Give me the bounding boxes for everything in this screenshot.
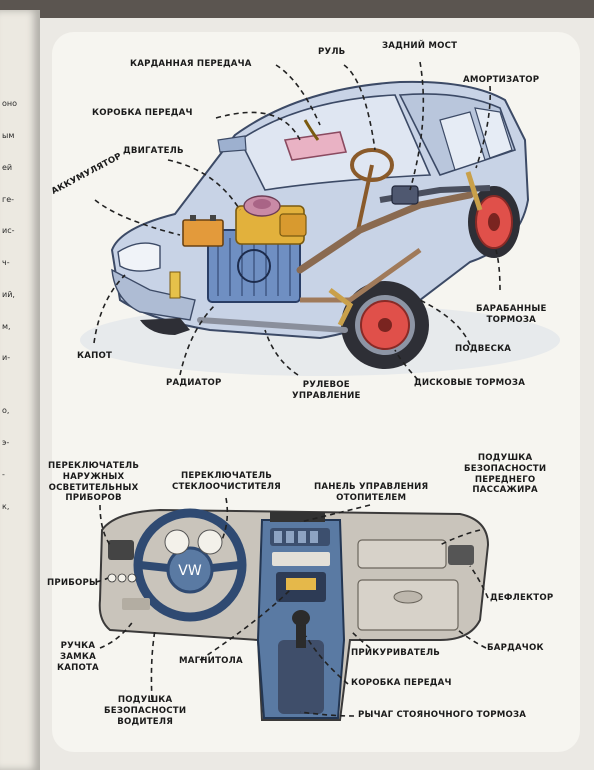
gear-knob-shape — [292, 610, 310, 626]
text-fragment: м, — [2, 321, 11, 331]
label-line: ОСВЕТИТЕЛЬНЫХ — [48, 482, 139, 493]
label-steering-wheel: РУЛЬ — [318, 47, 346, 57]
label-line: ТОРМОЗА — [486, 314, 536, 325]
text-fragment: ч- — [2, 258, 10, 268]
label-light-switch: ПЕРЕКЛЮЧАТЕЛЬ НАРУЖНЫХ ОСВЕТИТЕЛЬНЫХ ПРИ… — [48, 461, 139, 504]
text-fragment: ий, — [2, 289, 15, 299]
label-passenger-airbag: ПОДУШКА БЕЗОПАСНОСТИ ПЕРЕДНЕГО ПАССАЖИРА — [464, 453, 546, 496]
label-lighter: ПРИКУРИВАТЕЛЬ — [351, 648, 441, 658]
steering-wheel-shape — [350, 148, 394, 182]
label-drum-brakes: БАРАБАННЫЕ ТОРМОЗА — [476, 304, 547, 326]
leader-lines — [93, 61, 501, 717]
label-line: ПОДУШКА — [117, 695, 173, 705]
deflector-shape — [448, 545, 474, 565]
label-line: ВОДИТЕЛЯ — [117, 716, 174, 727]
label-line: БЕЗОПАСНОСТИ — [104, 705, 187, 716]
text-fragment: ым — [2, 130, 15, 140]
label-parking-brake: РЫЧАГ СТОЯНОЧНОГО ТОРМОЗА — [358, 710, 527, 720]
label-line: УПРАВЛЕНИЕ — [292, 390, 361, 401]
label-line: БЕЗОПАСНОСТИ — [464, 463, 547, 474]
left-page-edge: оно ым ей ге- ис- ч- ий, м, и- о, э- - к… — [0, 10, 40, 770]
label-deflector: ДЕФЛЕКТОР — [490, 593, 554, 603]
label-instruments: ПРИБОРЫ — [47, 578, 99, 588]
label-line: ПАССАЖИРА — [472, 485, 538, 496]
text-fragment: оно — [2, 99, 18, 109]
label-hood-release: РУЧКА ЗАМКА КАПОТА — [57, 641, 99, 673]
label-driver-airbag: ПОДУШКА БЕЗОПАСНОСТИ ВОДИТЕЛЯ — [104, 695, 186, 727]
label-hood: КАПОТ — [77, 351, 113, 361]
label-line: СТЕКЛООЧИСТИТЕЛЯ — [172, 481, 281, 492]
text-fragment: и- — [2, 353, 11, 363]
dashboard-illustration: VW — [98, 508, 490, 721]
label-gearbox-dash: КОРОБКА ПЕРЕДАЧ — [351, 678, 452, 688]
left-page-text: оно ым ей ге- ис- ч- ий, м, и- о, э- - к… — [2, 78, 38, 534]
text-fragment: ей — [2, 162, 13, 172]
label-line: ПЕРЕКЛЮЧАТЕЛЬ — [180, 471, 273, 481]
label-line: ПОДУШКА — [477, 453, 533, 463]
label-line: ПРИБОРОВ — [65, 493, 122, 504]
label-radiator: РАДИАТОР — [166, 378, 222, 388]
label-suspension: ПОДВЕСКА — [455, 344, 512, 354]
driveshaft-shape — [296, 191, 474, 274]
label-glovebox: БАРДАЧОК — [487, 643, 544, 653]
label-radio: МАГНИТОЛА — [179, 656, 243, 666]
text-fragment: к, — [2, 501, 10, 511]
text-fragment: - — [2, 469, 5, 479]
label-disc-brakes: ДИСКОВЫЕ ТОРМОЗА — [414, 378, 526, 388]
label-engine: ДВИГАТЕЛЬ — [123, 146, 184, 156]
label-line: РУЛЕВОЕ — [302, 380, 350, 390]
battery-shape — [182, 219, 224, 247]
label-line: БАРАБАННЫЕ — [476, 304, 547, 314]
label-driveshaft: КАРДАННАЯ ПЕРЕДАЧА — [130, 59, 252, 69]
label-rear-axle: ЗАДНИЙ МОСТ — [382, 41, 458, 51]
label-line: ОТОПИТЕЛЕМ — [336, 492, 407, 503]
label-shock-absorber: АМОРТИЗАТОР — [463, 75, 540, 85]
label-line: ПЕРЕКЛЮЧАТЕЛЬ — [48, 461, 140, 471]
label-heater-panel: ПАНЕЛЬ УПРАВЛЕНИЯ ОТОПИТЕЛЕМ — [314, 482, 428, 504]
text-fragment: о, — [2, 406, 10, 416]
text-fragment: ге- — [2, 194, 15, 204]
label-steering: РУЛЕВОЕ УПРАВЛЕНИЕ — [292, 380, 361, 402]
glovebox-shape — [357, 539, 447, 569]
dashboard-steering-wheel — [133, 508, 247, 622]
label-line: ЗАМКА — [59, 651, 96, 662]
text-fragment: э- — [2, 438, 10, 448]
label-line: КАПОТА — [57, 662, 99, 673]
label-line: ПАНЕЛЬ УПРАВЛЕНИЯ — [314, 482, 429, 492]
label-line: ПЕРЕДНЕГО — [474, 474, 536, 485]
label-line: НАРУЖНЫХ — [62, 471, 125, 482]
svg-text:VW: VW — [178, 563, 202, 579]
label-wiper-switch: ПЕРЕКЛЮЧАТЕЛЬ СТЕКЛООЧИСТИТЕЛЯ — [172, 471, 281, 493]
text-fragment: ис- — [2, 226, 15, 236]
label-line: РУЧКА — [60, 641, 96, 651]
label-gearbox: КОРОБКА ПЕРЕДАЧ — [92, 108, 193, 118]
car-illustration — [80, 80, 560, 376]
